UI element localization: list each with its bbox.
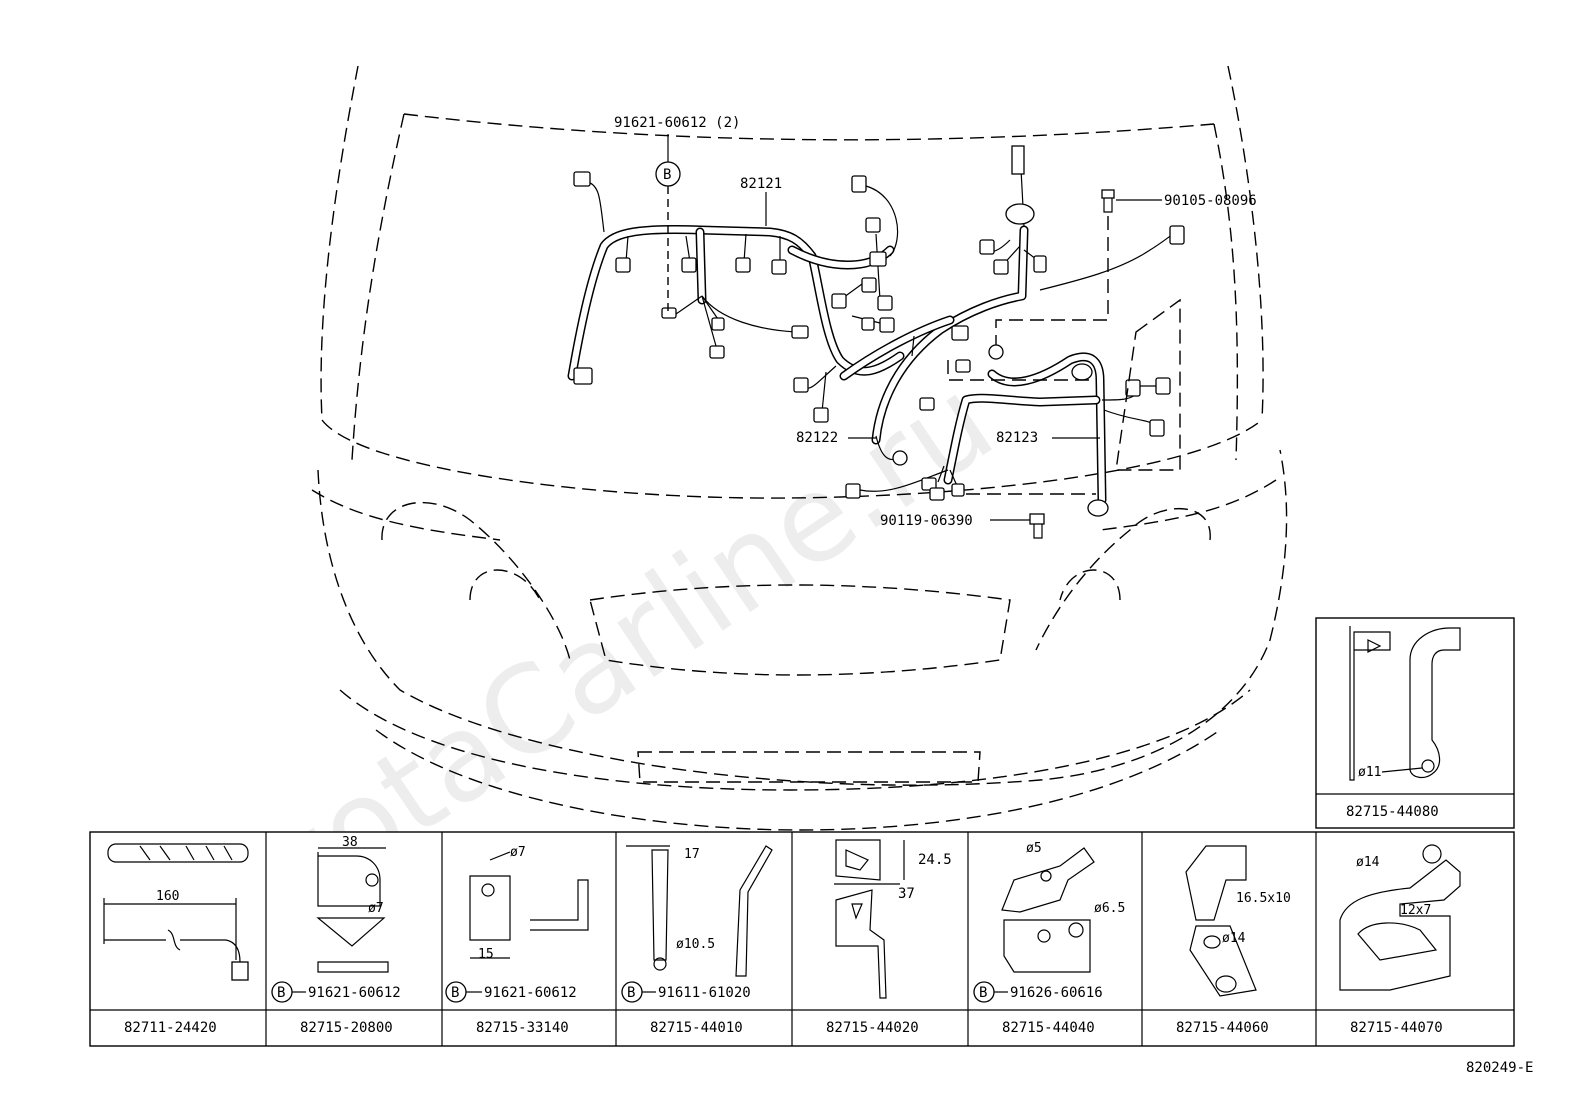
- clamp-number: 91611-61020: [658, 985, 751, 1001]
- detail-panel-part: 82715-44080: [1346, 804, 1439, 820]
- part-cell-82715-44010: 17 ø10.5 B 91611-61020 82715-44010: [621, 845, 773, 1036]
- clamp-b-marker: B: [663, 167, 671, 183]
- part-cell-82711-24420: 160 82711-24420: [103, 843, 249, 1036]
- dim-hole-large: ø6.5: [1094, 901, 1125, 916]
- part-number: 82715-44070: [1350, 1020, 1443, 1036]
- clamp-number: 91621-60612: [484, 985, 577, 1001]
- bolt-90105-callout: 90105-08096: [1101, 189, 1257, 213]
- part-cell-82715-20800: 38 ø7 B 91621-60612 82715-20800: [271, 835, 401, 1036]
- harness-82123-label: 82123: [996, 430, 1038, 446]
- harness-82123: [845, 298, 1181, 517]
- harness-82121: [567, 171, 905, 423]
- harness-82122: [839, 145, 1185, 466]
- bolt-90105-label: 90105-08096: [1164, 193, 1257, 209]
- dim-hole: ø7: [510, 845, 526, 860]
- part-number: 82711-24420: [124, 1020, 217, 1036]
- dim-hole: ø7: [368, 901, 384, 916]
- svg-text:B: B: [979, 985, 987, 1001]
- dim-width: 38: [342, 835, 358, 850]
- bolt-90119-label: 90119-06390: [880, 513, 973, 529]
- bolt-90119-callout: 90119-06390: [880, 513, 1045, 539]
- clamp-number: 91626-60616: [1010, 985, 1103, 1001]
- clamp-b-callout: 91621-60612 (2) B: [614, 115, 740, 314]
- harness-82121-label: 82121: [740, 176, 782, 192]
- part-number: 82715-44010: [650, 1020, 743, 1036]
- dim-hole: ø14: [1356, 855, 1380, 870]
- diagram-code: 820249-E: [1466, 1060, 1533, 1076]
- svg-text:B: B: [277, 985, 285, 1001]
- part-number: 82715-33140: [476, 1020, 569, 1036]
- dim-slot: 12x7: [1400, 903, 1431, 918]
- clamp-b-part-label: 91621-60612 (2): [614, 115, 740, 131]
- dim-length: 160: [156, 889, 179, 904]
- dim-width: 17: [684, 847, 700, 862]
- dim-height: 24.5: [918, 852, 952, 868]
- dim-width: 37: [898, 886, 915, 902]
- part-cell-82715-33140: ø7 15 B 91621-60612 82715-33140: [445, 845, 589, 1036]
- detail-panel-82715-44080: ø11 82715-44080: [1315, 617, 1515, 829]
- dim-width: 15: [478, 947, 494, 962]
- harness-82122-label: 82122: [796, 430, 838, 446]
- part-number: 82715-44020: [826, 1020, 919, 1036]
- dim-hole: ø14: [1222, 931, 1246, 946]
- parts-table: [89, 831, 1515, 1047]
- dim-hole: ø10.5: [676, 937, 715, 952]
- part-number: 82715-44040: [1002, 1020, 1095, 1036]
- svg-text:B: B: [627, 985, 635, 1001]
- dim-slot: 16.5x10: [1236, 891, 1291, 906]
- svg-text:B: B: [451, 985, 459, 1001]
- car-body-outline: [311, 65, 1288, 831]
- part-number: 82715-44060: [1176, 1020, 1269, 1036]
- clamp-number: 91621-60612: [308, 985, 401, 1001]
- part-cell-82715-44020: 24.5 37 82715-44020: [826, 839, 952, 1036]
- dim-hole-small: ø5: [1026, 841, 1042, 856]
- part-cell-82715-44040: ø5 ø6.5 B 91626-60616 82715-44040: [973, 841, 1125, 1036]
- part-number: 82715-20800: [300, 1020, 393, 1036]
- detail-panel-dim: ø11: [1358, 765, 1381, 780]
- part-cell-82715-44070: ø14 12x7 82715-44070: [1339, 844, 1461, 1036]
- part-cell-82715-44060: 16.5x10 ø14 82715-44060: [1176, 845, 1291, 1036]
